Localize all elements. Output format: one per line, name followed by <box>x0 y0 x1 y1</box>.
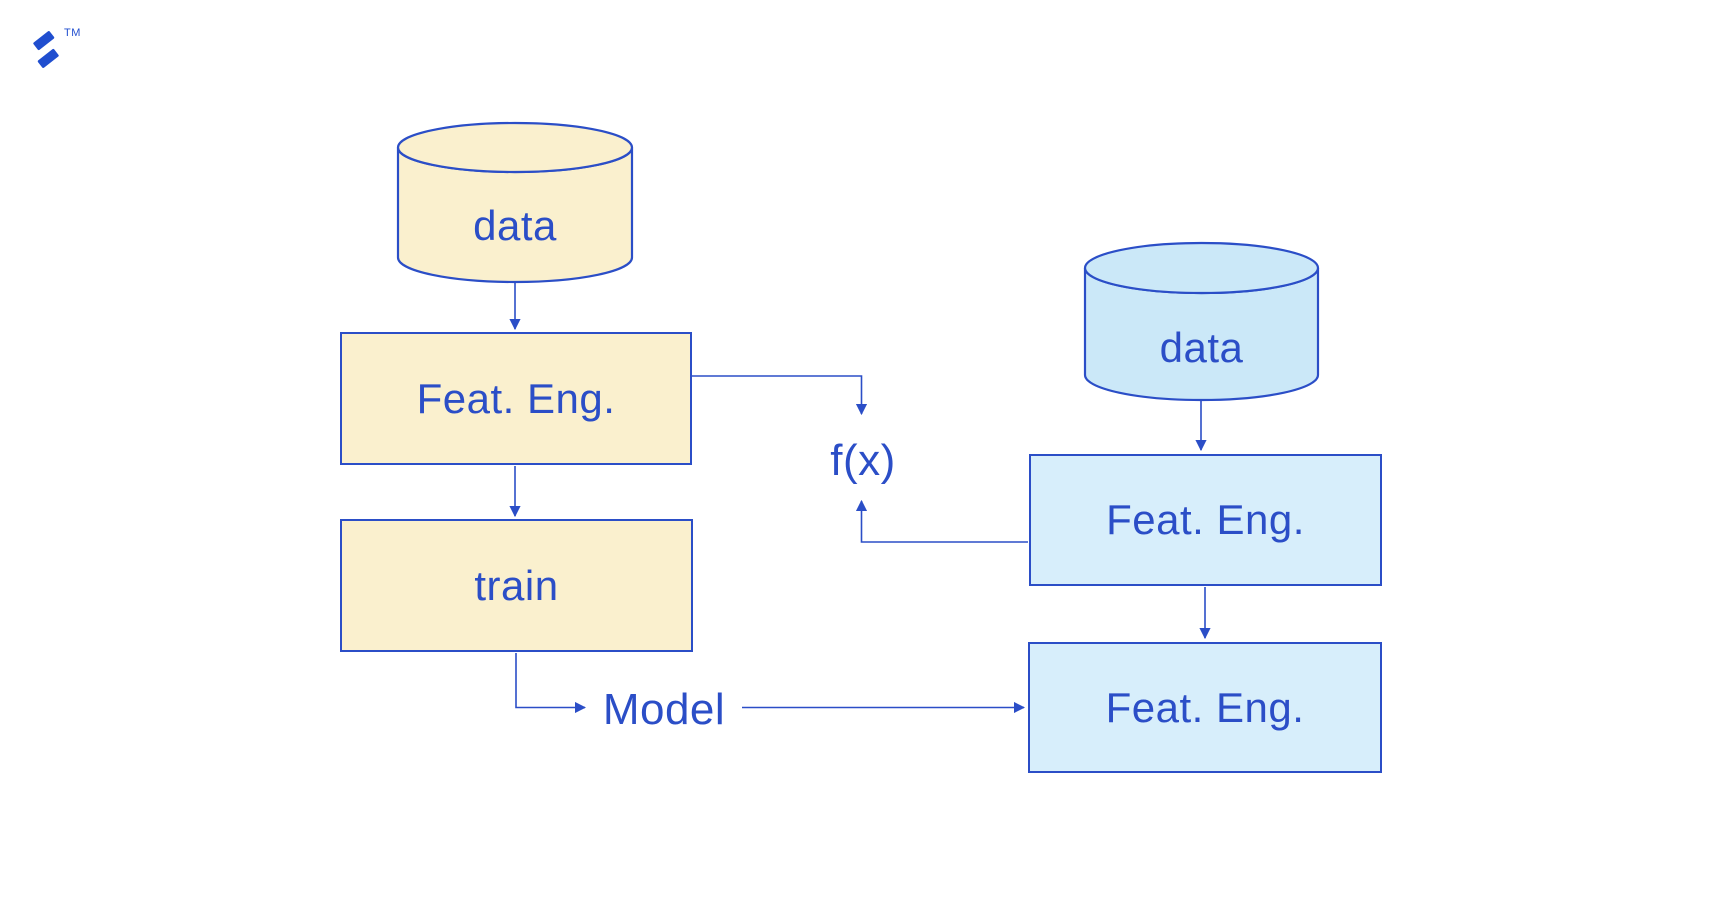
inference-data-cylinder <box>1083 241 1320 402</box>
training-data-label: data <box>473 202 557 249</box>
logo-bar-top <box>33 31 55 51</box>
training-data-cylinder <box>396 121 634 284</box>
inference-feat-eng-top-box: Feat. Eng. <box>1029 454 1382 586</box>
model-label: Model <box>602 685 726 734</box>
inference-feat-eng-top-label: Feat. Eng. <box>1106 496 1305 543</box>
inference-feat-eng-bottom-box: Feat. Eng. <box>1028 642 1382 773</box>
fx-label: f(x) <box>830 436 896 485</box>
logo-bar-bottom <box>37 48 59 68</box>
inference-feat-eng-bottom-label: Feat. Eng. <box>1105 683 1305 731</box>
train-box: train <box>340 519 693 652</box>
cylinder-top <box>396 121 634 174</box>
connector-train-to-model <box>515 653 587 714</box>
inference-data-label: data <box>1159 324 1244 371</box>
cylinder-top <box>1083 241 1320 295</box>
connector-feat-eng-to-fx <box>692 375 868 416</box>
trademark-label: TM <box>64 27 81 39</box>
training-feat-eng-box: Feat. Eng. <box>340 332 692 465</box>
toptal-logo-icon <box>33 31 59 68</box>
connector-inference-feat-eng-to-fx <box>855 499 1028 543</box>
training-feat-eng-label: Feat. Eng. <box>416 374 616 422</box>
train-label: train <box>474 561 559 609</box>
